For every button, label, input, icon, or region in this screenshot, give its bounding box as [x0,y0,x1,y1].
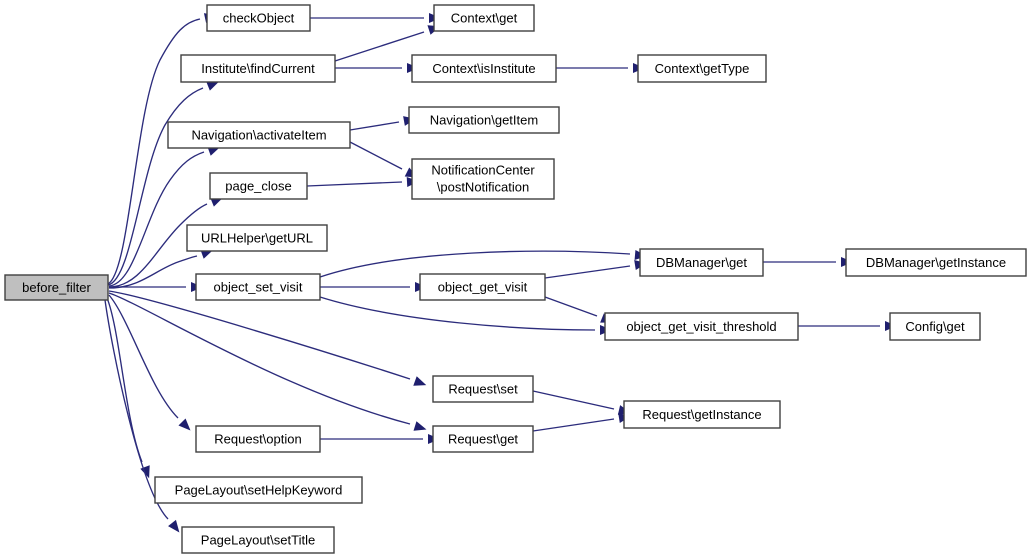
node-pagelayout_setTitle[interactable]: PageLayout\setTitle [181,526,335,554]
edge-dbmanager_get-to-dbmanager_getInstance [763,257,853,267]
edge-request_get-to-request_getInstance [532,413,631,432]
node-institute_findCurrent[interactable]: Institute\findCurrent [180,54,336,83]
edge-before_filter-to-request_option [108,294,191,431]
node-box[interactable] [889,312,981,341]
node-box[interactable] [637,54,767,83]
node-dbmanager_getInstance[interactable]: DBManager\getInstance [845,248,1027,277]
edge-line [108,203,208,288]
edge-line [106,297,143,463]
node-urlhelper_getURL[interactable]: URLHelper\getURL [186,224,328,252]
edge-line [108,294,179,419]
node-box[interactable] [419,273,546,301]
arrowhead-icon [178,418,191,431]
node-before_filter[interactable]: before_filter [4,274,109,301]
edge-line [319,250,631,278]
edge-line [532,390,615,410]
node-box[interactable] [604,312,799,341]
edge-navigation_activateItem-to-notificationcenter_postNotification [349,141,418,178]
edge-before_filter-to-navigation_activateItem [108,146,221,287]
arrowhead-icon [413,421,427,431]
node-box[interactable] [411,158,555,200]
edge-institute_findCurrent-to-context_isInstitute [335,63,419,73]
edge-checkObject-to-context_get [310,13,441,23]
edge-object_set_visit-to-object_get_visit [320,282,427,292]
node-box[interactable] [432,425,534,453]
edge-object_set_visit-to-dbmanager_get [319,250,647,278]
node-context_isInstitute[interactable]: Context\isInstitute [411,54,557,83]
arrowhead-icon [206,81,220,91]
node-box[interactable] [411,54,557,83]
edge-line [544,265,631,279]
edge-line [532,418,615,432]
edge-request_option-to-request_get [320,434,440,444]
node-box[interactable] [180,54,336,83]
edge-line [306,181,403,187]
node-box[interactable] [195,273,321,301]
node-object_get_visit[interactable]: object_get_visit [419,273,546,301]
edge-line [334,31,425,62]
edge-object_get_visit_threshold-to-config_get [798,321,897,331]
arrowhead-icon [168,519,180,533]
node-box[interactable] [186,224,328,252]
nodes-layer: before_filter checkObjectInstitute\findCu… [4,4,1027,554]
node-context_getType[interactable]: Context\getType [637,54,767,83]
node-navigation_activateItem[interactable]: Navigation\activateItem [167,121,351,149]
node-box[interactable] [181,526,335,554]
node-object_set_visit[interactable]: object_set_visit [195,273,321,301]
node-dbmanager_get[interactable]: DBManager\get [639,248,764,277]
node-request_get[interactable]: Request\get [432,425,534,453]
node-box[interactable] [206,4,311,32]
edge-line [349,121,400,131]
edges-layer [104,13,897,533]
edge-page_close-to-notificationcenter_postNotification [306,177,419,187]
edge-line [108,255,198,289]
edge-line [108,151,205,287]
edge-before_filter-to-institute_findCurrent [107,81,220,286]
edge-line [107,87,204,286]
node-page_close[interactable]: page_close [209,172,308,200]
node-box[interactable] [432,375,534,403]
node-navigation_getItem[interactable]: Navigation\getItem [408,106,560,134]
edge-before_filter-to-request_set [108,290,427,386]
edge-before_filter-to-pagelayout_setHelpKeyword [106,297,150,479]
edge-object_set_visit-to-object_get_visit_threshold [319,296,612,335]
edge-line [108,292,411,425]
edge-line [349,141,403,170]
node-box[interactable] [195,425,321,453]
edge-line [108,290,411,380]
node-object_get_visit_threshold[interactable]: object_get_visit_threshold [604,312,799,341]
node-box[interactable] [845,248,1027,277]
node-pagelayout_setHelpKeyword[interactable]: PageLayout\setHelpKeyword [154,476,363,504]
node-box[interactable] [209,172,308,200]
edge-object_get_visit-to-dbmanager_get [544,260,647,279]
edge-line [107,18,201,285]
node-box[interactable] [154,476,363,504]
node-box[interactable] [167,121,351,149]
node-notificationcenter_postNotification[interactable]: NotificationCenter\postNotification [411,158,555,200]
node-request_set[interactable]: Request\set [432,375,534,403]
node-box[interactable] [639,248,764,277]
edge-before_filter-to-request_get [108,292,427,431]
node-context_get[interactable]: Context\get [433,4,535,32]
node-box[interactable] [623,400,781,429]
edge-request_set-to-request_getInstance [532,390,631,415]
arrowhead-icon [413,376,427,386]
edge-navigation_activateItem-to-navigation_getItem [349,116,416,131]
node-box[interactable] [408,106,560,134]
node-box[interactable] [4,274,109,301]
node-request_getInstance[interactable]: Request\getInstance [623,400,781,429]
node-checkObject[interactable]: checkObject [206,4,311,32]
edge-context_isInstitute-to-context_getType [556,63,645,73]
edge-line [544,296,598,317]
node-box[interactable] [433,4,535,32]
node-config_get[interactable]: Config\get [889,312,981,341]
node-request_option[interactable]: Request\option [195,425,321,453]
edge-line [319,296,596,331]
